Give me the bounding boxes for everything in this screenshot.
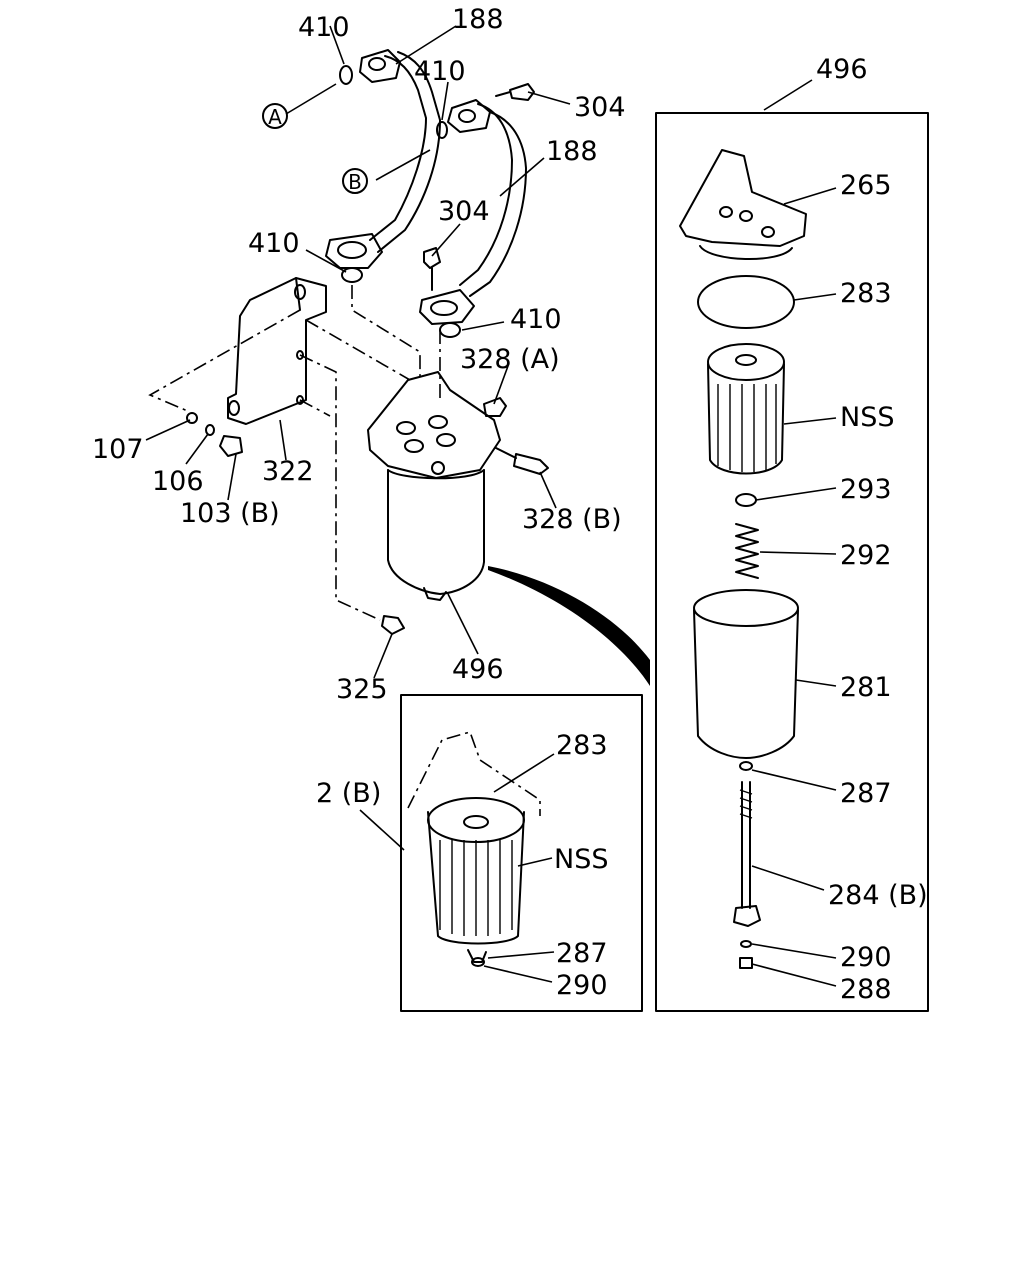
- fuel-pipe-left: [325, 49, 441, 269]
- callout-281: 281: [840, 672, 892, 703]
- bracket-322: [227, 277, 327, 425]
- spring-292: [735, 523, 759, 579]
- callout-410: 410: [510, 304, 562, 335]
- filter-bowl-281: [693, 589, 799, 771]
- marker-b-label: B: [348, 170, 362, 194]
- filter-cartridge-2b: [407, 731, 541, 967]
- callout-106: 106: [152, 466, 204, 497]
- callout-410: 410: [248, 228, 300, 259]
- washer-293: [735, 493, 757, 507]
- callout-304: 304: [438, 196, 490, 227]
- filter-element-nss: [707, 343, 785, 475]
- callout-496: 496: [816, 54, 868, 85]
- fuel-pipe-right: [419, 99, 527, 325]
- bolt-304-mid: [423, 247, 441, 291]
- callout-287: 287: [556, 938, 608, 969]
- callout-nss: NSS: [554, 844, 608, 875]
- callout-328b: 328 (B): [522, 504, 622, 535]
- marker-a: A: [262, 103, 288, 129]
- bolt-304-top: [495, 83, 535, 101]
- callout-410: 410: [298, 12, 350, 43]
- callout-288: 288: [840, 974, 892, 1005]
- callout-290: 290: [556, 970, 608, 1001]
- o-ring-410-c: [341, 267, 363, 283]
- marker-a-label: A: [268, 105, 282, 129]
- callout-328a: 328 (A): [460, 344, 560, 375]
- filter-head-265: [679, 149, 807, 261]
- callout-287: 287: [840, 778, 892, 809]
- leader-lines: [145, 25, 837, 987]
- callout-188: 188: [546, 136, 598, 167]
- callout-292: 292: [840, 540, 892, 571]
- callout-304: 304: [574, 92, 626, 123]
- callout-290: 290: [840, 942, 892, 973]
- o-ring-410-d: [439, 322, 461, 338]
- callout-107: 107: [92, 434, 144, 465]
- fuel-filter-assembly: [186, 371, 549, 635]
- detail-arrow: [488, 566, 650, 686]
- callout-293: 293: [840, 474, 892, 505]
- callout-103b: 103 (B): [180, 498, 280, 529]
- o-ring-410-a: [339, 65, 353, 85]
- callout-188: 188: [452, 4, 504, 35]
- marker-b: B: [342, 168, 368, 194]
- callout-496: 496: [452, 654, 504, 685]
- callout-284b: 284 (B): [828, 880, 928, 911]
- detail-box-2b: [400, 694, 643, 1012]
- callout-283: 283: [840, 278, 892, 309]
- callout-2b: 2 (B): [316, 778, 381, 809]
- callout-325: 325: [336, 674, 388, 705]
- callout-322: 322: [262, 456, 314, 487]
- detail-box-496: [655, 112, 929, 1012]
- callout-265: 265: [840, 170, 892, 201]
- callout-283: 283: [556, 730, 608, 761]
- callout-410: 410: [414, 56, 466, 87]
- o-ring-410-b: [436, 121, 448, 139]
- o-ring-283: [697, 275, 795, 329]
- bolt-284b: [733, 781, 761, 969]
- callout-nss: NSS: [840, 402, 894, 433]
